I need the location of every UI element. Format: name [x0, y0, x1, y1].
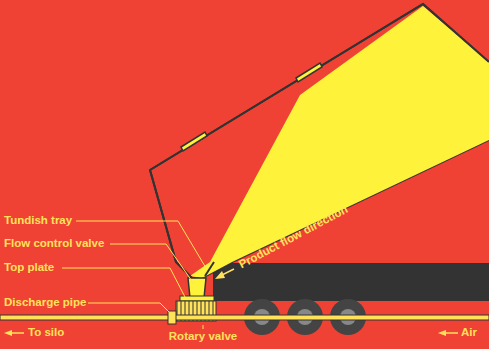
part-label: Top plate — [4, 262, 54, 274]
part-label: Flow control valve — [4, 238, 104, 250]
part-label: To silo — [28, 327, 64, 339]
discharge-pipe — [0, 315, 489, 320]
tundish-tray — [205, 262, 214, 276]
flow-arrows — [4, 269, 458, 336]
part-label: Rotary valve — [169, 331, 237, 343]
product-load — [190, 6, 489, 278]
part-label: Discharge pipe — [4, 297, 86, 309]
manway-hatch — [181, 63, 322, 151]
part-label: Air — [461, 327, 477, 339]
tank-shell — [150, 4, 489, 278]
part-label: Tundish tray — [4, 215, 72, 227]
truck-chassis — [213, 263, 489, 301]
outlet-neck — [188, 278, 206, 298]
